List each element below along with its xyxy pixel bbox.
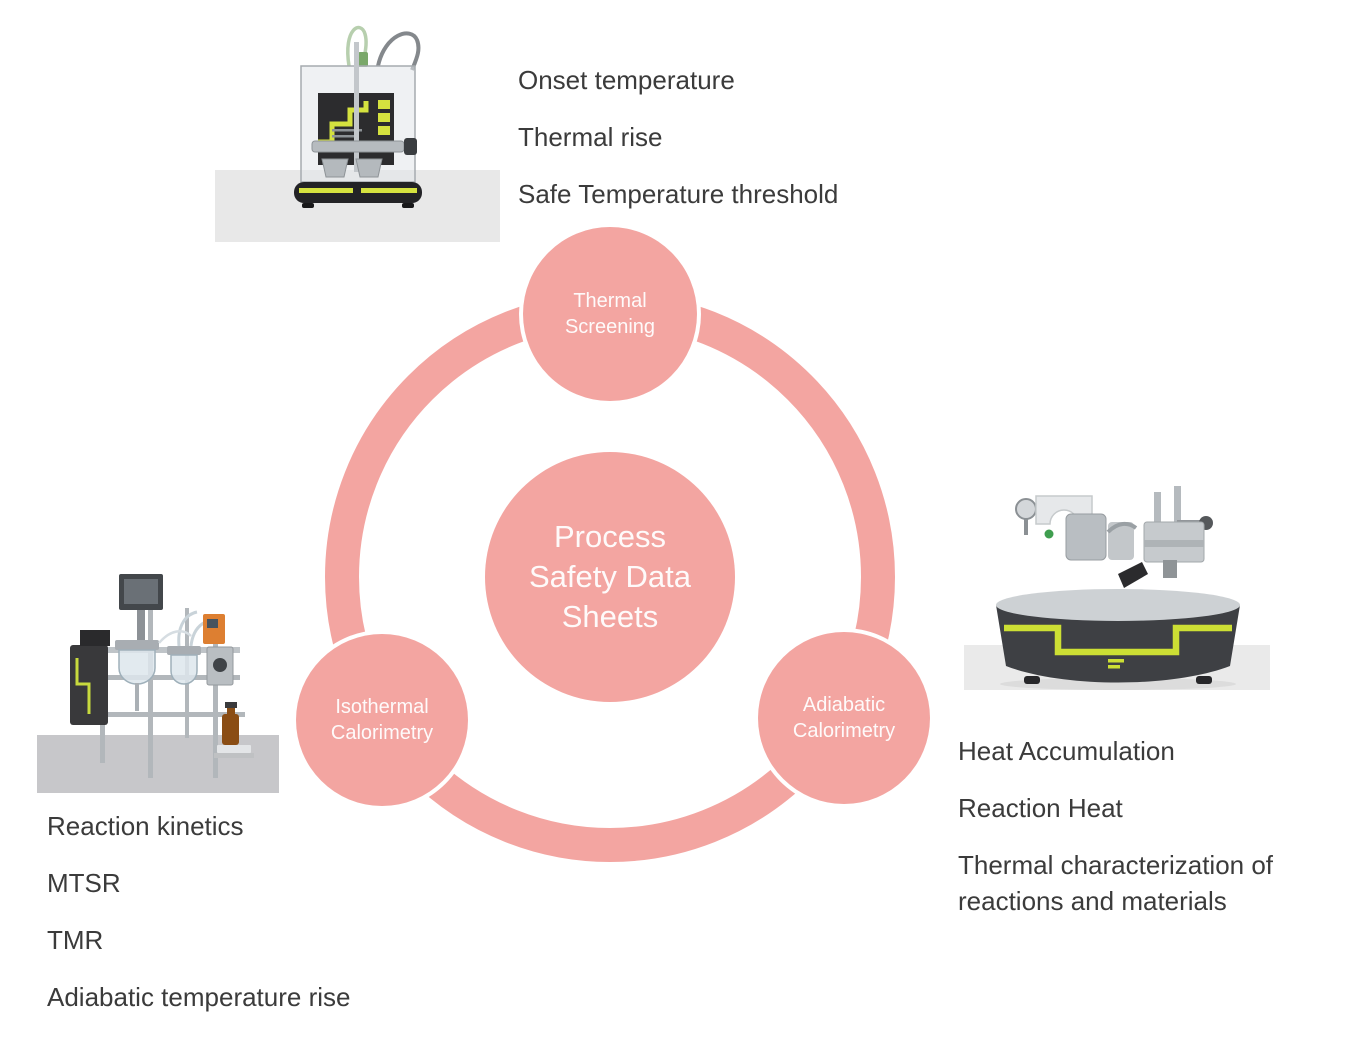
base-stripe <box>299 188 353 193</box>
sample-cup <box>321 158 349 178</box>
glass-vessel <box>170 654 198 685</box>
thermal-screening-instrument-photo <box>215 12 500 242</box>
vessel-cylinder <box>1108 522 1134 560</box>
green-fitting <box>1044 529 1054 539</box>
frame-bar <box>90 647 240 653</box>
dosing-controller <box>203 614 225 644</box>
yellow-chip <box>378 100 390 109</box>
drum-body <box>996 605 1240 683</box>
logo-mark <box>1108 659 1124 663</box>
bottle-cap <box>225 702 237 708</box>
controller-screen <box>207 619 218 628</box>
node-label-line: Thermal <box>573 290 647 312</box>
node-label-line: Screening <box>564 316 656 338</box>
node-process-safety-data-sheets: Process Safety Data Sheets <box>485 452 735 702</box>
panel-label-line <box>332 135 356 138</box>
shaft <box>354 42 359 172</box>
list-item: Safe Temperature threshold <box>518 179 839 209</box>
balance <box>217 745 251 753</box>
drain-valve <box>135 683 139 711</box>
deck-bracket <box>1163 560 1177 578</box>
isothermal-reaction-calorimeter-illustration <box>37 574 279 793</box>
list-item: Thermal rise <box>518 122 663 152</box>
center-label-line: Sheets <box>561 599 659 634</box>
list-item: Adiabatic temperature rise <box>47 982 351 1012</box>
adiabatic-calorimeter-instrument-photo <box>958 462 1273 710</box>
isothermal-calorimetry-outputs-list: Reaction kinetics MTSR TMR Adiabatic tem… <box>47 808 350 1036</box>
yellow-stripe <box>1004 624 1232 656</box>
foot <box>1196 676 1212 684</box>
gray-cable <box>376 31 421 71</box>
frame-leg <box>213 643 218 778</box>
node-label-line: Adiabatic <box>802 694 886 716</box>
rear-post <box>1174 486 1181 542</box>
module-knob <box>213 658 227 672</box>
isothermal-calorimeter-instrument-photo <box>35 548 290 800</box>
shadow <box>1000 678 1236 690</box>
base-stripe <box>361 188 417 193</box>
rod-knob <box>404 138 417 155</box>
vessel-lid <box>167 646 201 655</box>
list-item: Reaction Heat <box>958 793 1123 823</box>
panel-label-line <box>332 129 362 132</box>
logo-mark <box>1108 665 1120 669</box>
stirrer-motor-face <box>124 579 158 604</box>
foot <box>302 203 314 208</box>
gauge-stem <box>1024 519 1028 535</box>
pressure-gauge <box>1015 498 1037 520</box>
vessel-cylinder <box>1065 513 1107 561</box>
steel-deck <box>996 589 1240 621</box>
amber-bottle <box>222 714 239 745</box>
center-label-line: Safety Data <box>529 559 691 594</box>
thermal-screening-unit-illustration <box>215 25 500 242</box>
yellow-chip <box>378 126 390 135</box>
frame-bar <box>90 712 245 717</box>
deck-module-rail <box>1144 540 1204 547</box>
reactor-lid <box>115 640 159 650</box>
node-label-line: Isothermal <box>335 696 429 718</box>
node-label-line: Calorimetry <box>792 720 896 742</box>
pipe <box>1106 521 1138 534</box>
list-item: TMR <box>47 925 104 955</box>
center-label-line: Process <box>554 519 666 554</box>
list-item: Reaction kinetics <box>47 811 244 841</box>
rear-post <box>1154 492 1161 542</box>
balance-base <box>214 753 254 758</box>
node-label-line: Calorimetry <box>330 722 434 744</box>
horizontal-rod <box>311 140 405 153</box>
cabinet-top-box <box>80 630 110 646</box>
node-adiabatic-calorimetry: Adiabatic Calorimetry <box>758 632 930 804</box>
transfer-tube <box>158 630 192 644</box>
foot <box>402 203 414 208</box>
glass-reactor <box>118 649 156 685</box>
yellow-chip <box>378 113 390 122</box>
frame-bar <box>90 675 240 680</box>
instrument-base <box>294 182 422 203</box>
frame-leg <box>148 603 153 778</box>
adiabatic-calorimetry-outputs-list: Heat Accumulation Reaction Heat Thermal … <box>958 733 1276 940</box>
list-item: Onset temperature <box>518 65 735 95</box>
adiabatic-calorimeter-illustration <box>964 486 1270 690</box>
stirrer-mount <box>137 610 145 640</box>
yellow-trace <box>75 658 91 714</box>
foot <box>1024 676 1040 684</box>
tube-fitting <box>358 52 368 67</box>
photo-platform <box>37 735 279 793</box>
sample-cup <box>355 158 383 178</box>
node-thermal-screening: Thermal Screening <box>523 227 697 401</box>
bottle-neck <box>227 707 235 715</box>
node-isothermal-calorimetry: Isothermal Calorimetry <box>296 634 468 806</box>
list-item: Heat Accumulation <box>958 736 1175 766</box>
list-item: Thermal characterization of reactions an… <box>958 850 1274 916</box>
thermal-screening-outputs-list: Onset temperature Thermal rise Safe Temp… <box>518 62 838 233</box>
black-pipe <box>1118 562 1148 588</box>
list-item: MTSR <box>47 868 121 898</box>
